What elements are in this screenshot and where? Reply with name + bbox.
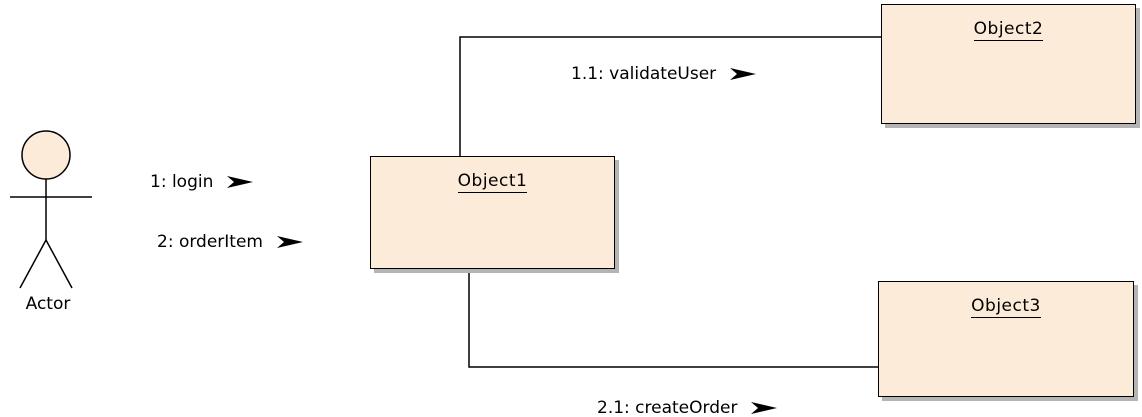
link-object1-object2[interactable] <box>459 36 881 156</box>
message-order-item-label: 2: orderItem <box>157 232 263 252</box>
object3-name: Object3 <box>971 296 1041 318</box>
object2-box[interactable]: Object2 <box>881 4 1136 124</box>
arrow-right-icon <box>730 68 757 80</box>
actor-stick-figure-icon <box>10 130 92 289</box>
message-login-label: 1: login <box>150 172 214 192</box>
link-object1-object3[interactable] <box>468 269 878 368</box>
object1-name: Object1 <box>457 171 528 193</box>
message-order-item[interactable]: 2: orderItem <box>157 232 303 252</box>
actor[interactable]: Actor <box>6 128 96 318</box>
actor-label: Actor <box>25 294 71 314</box>
arrow-right-icon <box>751 402 778 414</box>
object1-box[interactable]: Object1 <box>370 156 615 269</box>
arrow-right-icon <box>227 176 254 188</box>
message-validate-user[interactable]: 1.1: validateUser <box>571 64 757 84</box>
message-create-order-label: 2.1: createOrder <box>597 398 738 417</box>
message-create-order[interactable]: 2.1: createOrder <box>597 398 778 417</box>
object3-box[interactable]: Object3 <box>878 281 1134 397</box>
message-login[interactable]: 1: login <box>150 172 254 192</box>
arrow-right-icon <box>276 236 303 248</box>
object2-name: Object2 <box>973 19 1044 41</box>
message-validate-user-label: 1.1: validateUser <box>571 64 717 84</box>
